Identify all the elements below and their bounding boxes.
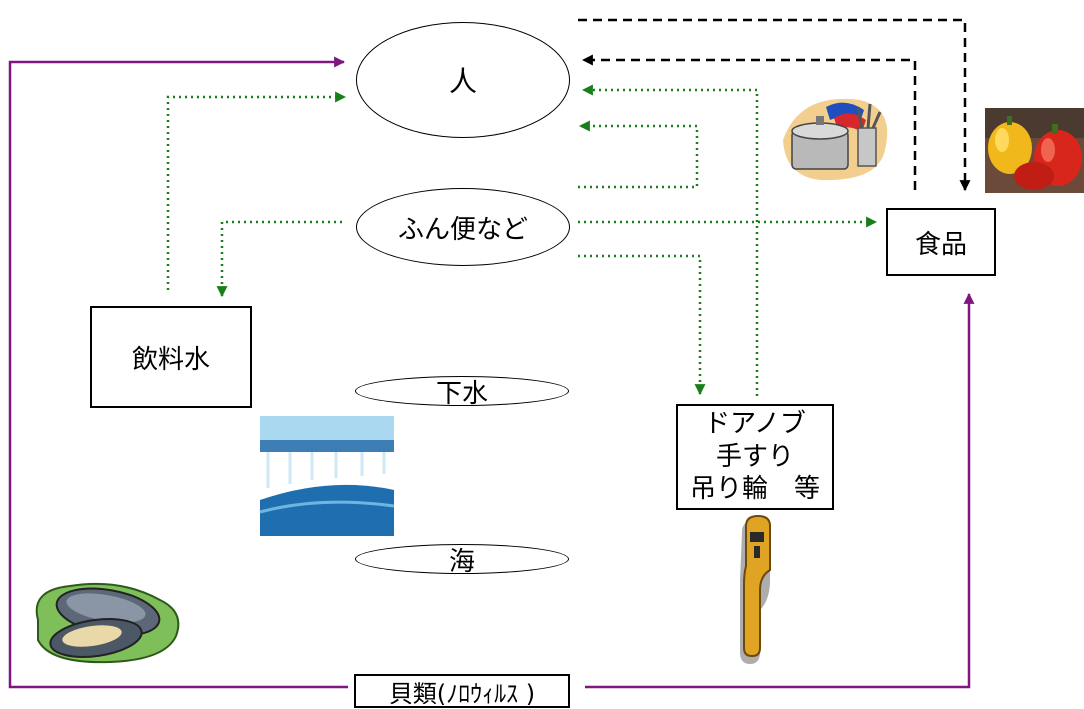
doorknob-node: ドアノブ 手すり 吊り輪 等 [676,404,834,510]
door-handle-icon [740,514,771,664]
waterfall-icon [259,416,395,536]
drinking-water-node: 飲料水 [90,306,252,408]
sea-label: 海 [448,546,475,577]
person-node: 人 [356,22,570,138]
shellfish-node: 貝類(ﾉﾛｳｨﾙｽ ) [354,674,570,708]
arrow-feces-to-person [578,120,699,189]
food-person-links [578,18,971,192]
food-label: 食品 [914,229,967,260]
shellfish-label: 貝類(ﾉﾛｳｨﾙｽ ) [388,679,536,708]
drinking-water-label: 飲料水 [131,344,210,375]
cookware-icon [783,98,888,181]
arrow-water-to-person [166,91,347,290]
food-node: 食品 [886,208,996,276]
oysters-icon [35,582,180,664]
doorknob-label-3: 吊り輪 等 [689,474,820,505]
shellfish-routes [8,56,975,689]
arrow-food-to-person [581,54,917,190]
doorknob-label-2: 手すり [715,441,794,472]
feces-node: ふん便など [356,188,570,266]
sewage-label: 下水 [435,378,488,409]
fecal-transmission-routes [166,84,878,396]
arrow-shellfish-to-person [8,56,348,689]
person-label: 人 [448,65,477,98]
arrow-feces-to-water [216,220,342,298]
bell-peppers-photo [985,108,1084,193]
sea-node: 海 [355,544,569,577]
arrow-doorknob-to-person [581,84,759,396]
feces-label: ふん便など [397,214,528,245]
doorknob-label-1: ドアノブ [704,409,806,440]
arrow-person-to-food [578,18,971,192]
arrow-feces-to-doorknob [578,254,706,396]
arrow-shellfish-to-food [585,292,975,689]
sewage-node: 下水 [355,376,569,409]
